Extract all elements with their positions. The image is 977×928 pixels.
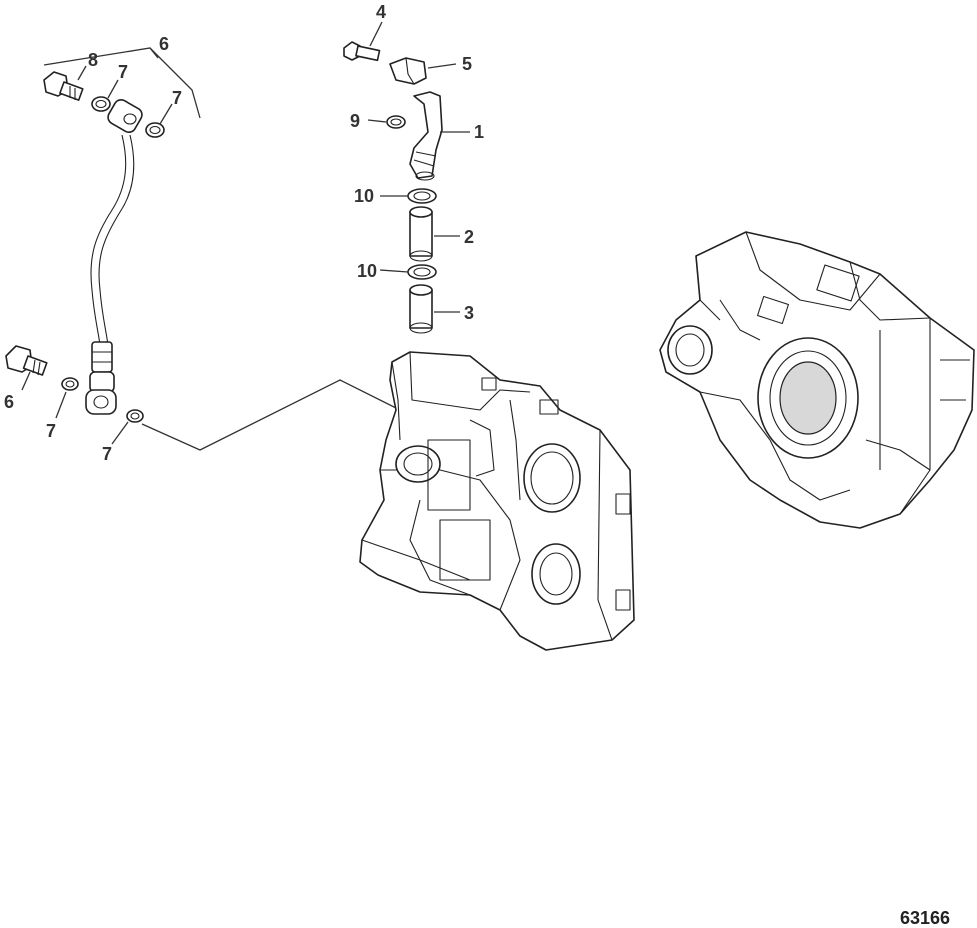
banjo-bolt-6	[5, 345, 48, 376]
sealing-washer-7b	[145, 122, 165, 138]
washer-10b	[407, 264, 437, 280]
callout-7-a: 7	[118, 62, 128, 82]
callout-3: 3	[464, 303, 474, 323]
banjo-fitting-bottom	[85, 341, 117, 415]
washer-10a	[407, 188, 437, 204]
callout-7-d: 7	[102, 444, 112, 464]
figure-number: 63166	[900, 908, 950, 928]
callout-5: 5	[462, 54, 472, 74]
callout-6-bottom: 6	[4, 392, 14, 412]
callout-10-a: 10	[354, 186, 374, 206]
callout-8: 8	[88, 50, 98, 70]
flywheel-housing	[659, 231, 975, 529]
sealing-washer-7d	[61, 377, 79, 391]
oil-tube	[90, 134, 127, 346]
callout-2: 2	[464, 227, 474, 247]
banjo-bolt-8	[43, 71, 84, 101]
bolt-4	[343, 41, 381, 62]
clamp-5	[389, 57, 427, 85]
callout-6-top: 6	[159, 34, 169, 54]
center-parts-stack	[343, 21, 470, 334]
o-ring-9	[386, 115, 406, 129]
callout-9: 9	[350, 111, 360, 131]
oil-line-assembly	[5, 47, 401, 451]
sealing-washer-7c	[126, 409, 144, 423]
callout-4: 4	[376, 2, 386, 22]
banjo-fitting-top	[107, 99, 143, 133]
callout-10-b: 10	[357, 261, 377, 281]
sealing-washer-7a	[91, 96, 111, 112]
elbow-fitting-1	[409, 91, 443, 181]
callout-7-b: 7	[172, 88, 182, 108]
sleeve-2	[409, 206, 433, 262]
callout-7-c: 7	[46, 421, 56, 441]
timing-gear-housing	[359, 351, 635, 651]
callout-1: 1	[474, 122, 484, 142]
callout-labels: 1 2 3 4 5 6 6 7 7 7 7 8 9 10 10	[4, 2, 484, 464]
sleeve-3	[409, 284, 433, 334]
